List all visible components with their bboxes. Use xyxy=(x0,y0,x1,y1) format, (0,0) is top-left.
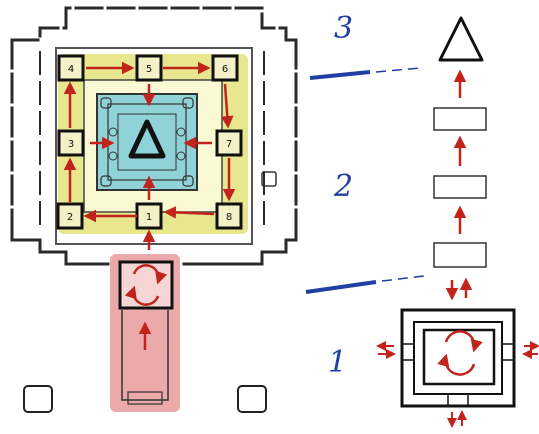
chapel-label-1: 1 xyxy=(146,212,152,223)
chapel-label-4: 4 xyxy=(68,64,74,75)
level-divider-upper xyxy=(310,72,370,78)
level-divider-lower xyxy=(306,282,376,292)
chapel-label-8: 8 xyxy=(226,212,232,223)
stage-box-3 xyxy=(434,176,486,198)
chapel-label-5: 5 xyxy=(146,64,152,75)
chapel-label-7: 7 xyxy=(226,139,232,150)
temple-plan: 4 5 6 3 7 2 1 8 xyxy=(12,8,296,412)
chapel-label-6: 6 xyxy=(222,64,228,75)
corner-pavilion-left xyxy=(24,386,52,412)
level-schema: 3 2 1 xyxy=(306,11,538,426)
level-1-label: 1 xyxy=(328,345,347,380)
stage-box-2 xyxy=(434,243,486,267)
level-3-label: 3 xyxy=(334,11,353,46)
chapel-label-3: 3 xyxy=(68,139,74,150)
entrance-pavilion xyxy=(110,254,180,412)
corner-pavilion-right xyxy=(238,386,266,412)
ascent-arrows xyxy=(452,72,466,298)
ground-chamber xyxy=(378,310,538,426)
level-2-label: 2 xyxy=(333,169,353,204)
goal-triangle-icon xyxy=(440,18,482,60)
chapel-label-2: 2 xyxy=(67,212,73,223)
stage-box-4 xyxy=(434,108,486,130)
